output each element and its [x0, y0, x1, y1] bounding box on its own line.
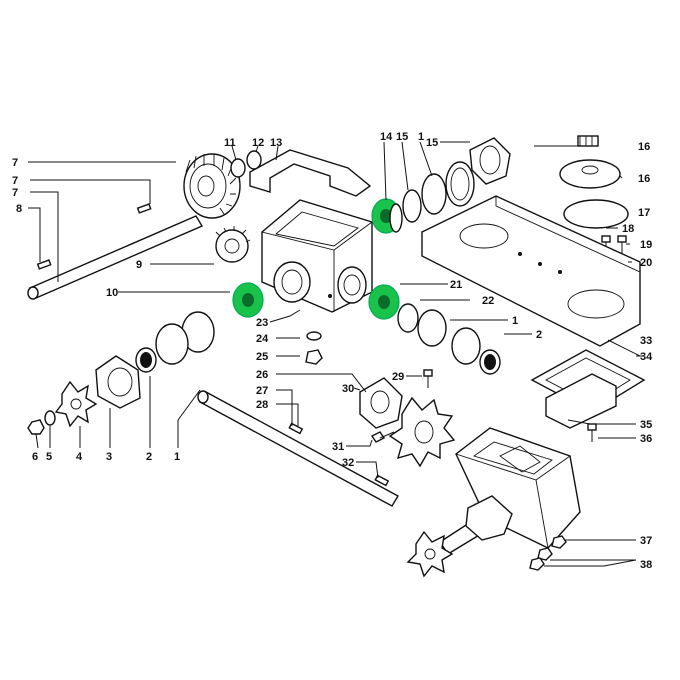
washer-14: [246, 150, 262, 170]
bearing-left: [232, 282, 264, 318]
part-label-2-left: 2: [146, 451, 152, 463]
shim-16-upper: [402, 189, 422, 223]
part-label-28: 38: [640, 559, 652, 571]
part-label-16-top: 15: [396, 131, 408, 143]
part-label-18: 16: [638, 141, 650, 153]
part-label-7-right: 21: [450, 279, 462, 291]
part-label-37: 24: [256, 333, 269, 345]
drive-sprocket-31: [388, 396, 456, 468]
mounting-frame: [421, 195, 641, 347]
nut-27: [551, 535, 567, 549]
oil-seal-2-left: [135, 347, 157, 373]
part-label-12: 7: [12, 157, 18, 169]
cover-plate: [563, 199, 629, 229]
seal-ring-1-left-b: [155, 323, 189, 365]
pinion-gear: [215, 226, 251, 263]
part-label-33: 28: [256, 399, 268, 411]
part-label-13: 11: [224, 137, 236, 149]
lower-shaft: [197, 390, 399, 507]
part-label-36: 25: [256, 351, 268, 363]
part-label-29: 32: [342, 457, 354, 469]
seal-ring-1-upper-a: [421, 173, 447, 215]
part-label-38: 23: [256, 317, 268, 329]
small-sprocket-4: [54, 380, 98, 428]
part-label-23: 20: [640, 257, 652, 269]
bolt-26: [587, 423, 597, 442]
part-labels: 7 7 7 8 9 10 11 12 13 14 15 1 15 16 16 1…: [12, 131, 653, 571]
part-label-9: 8: [16, 203, 22, 215]
seal-ring-1-upper-b: [445, 161, 475, 207]
part-label-1-left: 1: [174, 451, 180, 463]
part-label-22: 19: [640, 239, 652, 251]
part-label-1-lower: 1: [512, 315, 518, 327]
nut-28a: [537, 547, 553, 561]
seal-ring-1-lower-a: [417, 309, 447, 347]
upper-gearbox-housing: [261, 199, 373, 313]
part-label-15-lower: 34: [640, 351, 653, 363]
part-label-24: 33: [640, 335, 652, 347]
bearing-upper-right: [371, 198, 403, 234]
part-label-3: 3: [106, 451, 112, 463]
key-29: [374, 474, 390, 487]
bearing-housing-35: [359, 377, 403, 429]
part-label-11: 7: [12, 175, 18, 187]
part-label-15-top: 13: [270, 137, 282, 149]
part-label-35: 26: [256, 369, 268, 381]
bolt-32: [423, 369, 433, 388]
nut-6: [27, 419, 45, 435]
nut-28b: [529, 557, 545, 571]
key-11: [136, 203, 152, 214]
part-label-7-left: 10: [106, 287, 118, 299]
bearing-cover-17: [469, 137, 511, 185]
nut-36: [305, 349, 323, 365]
part-label-32: 29: [392, 371, 404, 383]
part-label-21: 18: [622, 223, 634, 235]
washer-13: [230, 158, 246, 178]
key-34: [288, 422, 304, 435]
part-label-16-lower: 22: [482, 295, 494, 307]
upper-shaft: [27, 215, 204, 300]
part-label-19: 16: [638, 173, 650, 185]
part-label-7-top: 14: [380, 131, 393, 143]
bearing-flange-3: [95, 355, 141, 409]
breather-cap: [577, 135, 599, 147]
cover-plate-25: [545, 373, 617, 429]
washer-37: [306, 331, 322, 341]
washer-5: [44, 410, 56, 426]
part-label-10: 7: [12, 187, 18, 199]
part-label-27: 37: [640, 535, 652, 547]
leader-lines: [28, 141, 644, 567]
large-bevel-gear: [183, 153, 241, 219]
oil-seal-2-right: [479, 349, 501, 375]
part-label-2-right: 2: [536, 329, 542, 341]
top-gasket: [249, 149, 372, 197]
part-label-20: 17: [638, 207, 650, 219]
part-label-31: 30: [342, 383, 354, 395]
part-label-30: 31: [332, 441, 344, 453]
part-label-25: 35: [640, 419, 652, 431]
part-label-5: 5: [46, 451, 52, 463]
part-label-4: 4: [76, 451, 83, 463]
output-shaft-assembly: [406, 495, 513, 578]
part-label-6: 6: [32, 451, 38, 463]
bolt-30: [370, 431, 395, 443]
part-label-8: 9: [136, 259, 142, 271]
key-9: [36, 259, 52, 270]
seal-ring-1-lower-b: [451, 327, 481, 365]
part-label-26: 36: [640, 433, 652, 445]
part-label-14: 12: [252, 137, 264, 149]
part-label-34: 27: [256, 385, 268, 397]
part-label-17: 15: [426, 137, 438, 149]
part-label-1-top: 1: [418, 131, 424, 143]
shim-16-lower: [397, 303, 419, 333]
bearing-right: [368, 284, 400, 320]
